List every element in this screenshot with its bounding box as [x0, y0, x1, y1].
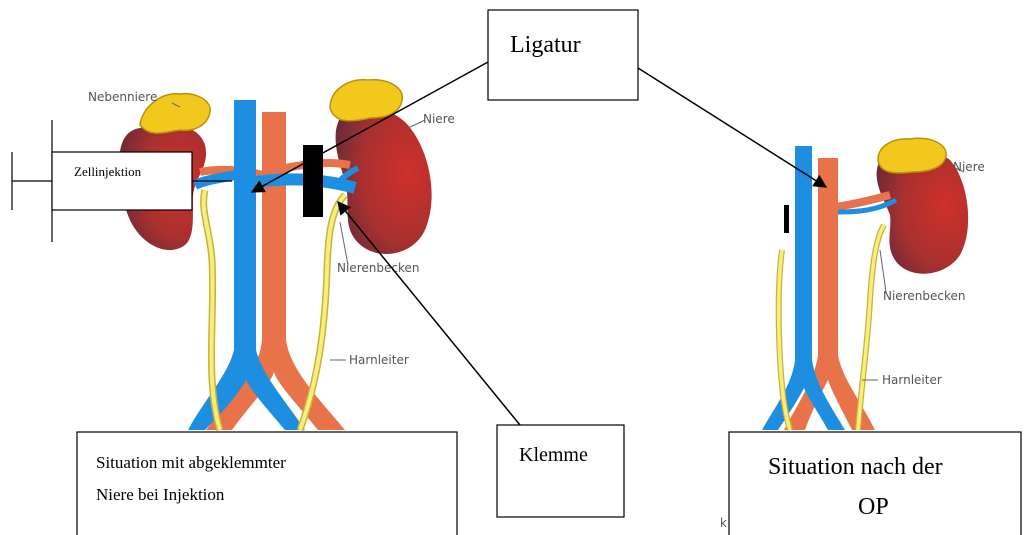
- label-harnleiter-right: Harnleiter: [882, 373, 942, 387]
- label-ligatur: Ligatur: [510, 32, 581, 58]
- right-adrenal-gland: [878, 138, 946, 173]
- box-ligatur: Ligatur: [488, 10, 638, 100]
- box-klemme: Klemme: [497, 425, 624, 517]
- box-situation-left: Situation mit abgeklemmter Niere bei Inj…: [77, 432, 457, 535]
- right-anatomy: Niere Nierenbecken Harnleiter: [762, 138, 985, 430]
- label-situation-left-line2: Niere bei Injektion: [96, 485, 225, 504]
- label-niere-left: Niere: [423, 112, 455, 126]
- label-klemme: Klemme: [519, 444, 588, 466]
- label-nierenbecken-right: Nierenbecken: [883, 289, 965, 303]
- label-situation-left-line1: Situation mit abgeklemmter: [96, 453, 286, 472]
- stray-mark: k: [720, 516, 727, 530]
- box-situation-right: Situation nach der OP: [729, 432, 1021, 535]
- label-situation-right-line1: Situation nach der: [768, 454, 943, 480]
- box-situation-left-frame: [77, 432, 457, 535]
- label-nierenbecken-left: Nierenbecken: [337, 261, 419, 275]
- label-nebenniere: Nebenniere: [88, 90, 157, 104]
- arrow-ligatur-to-right: [638, 68, 826, 187]
- label-harnleiter-left: Harnleiter: [349, 353, 409, 367]
- clamp-block: [303, 145, 323, 217]
- box-klemme-frame: [497, 425, 624, 517]
- left-renal-vein-a: [195, 175, 236, 185]
- label-niere-right: Niere: [953, 160, 985, 174]
- label-zellinjektion: Zellinjektion: [74, 164, 142, 179]
- ligature-mark: [784, 205, 789, 233]
- left-kidney-b: [336, 106, 432, 254]
- arrow-klemme-to-clamp: [338, 202, 520, 425]
- leader-nierenbecken-left: [340, 222, 348, 265]
- syringe-barrel: [52, 152, 192, 210]
- leader-nierenbecken-right: [880, 250, 886, 292]
- left-anatomy: Nebenniere Niere Nierenbecken Harnleiter: [88, 80, 455, 430]
- label-situation-right-line2: OP: [858, 494, 889, 520]
